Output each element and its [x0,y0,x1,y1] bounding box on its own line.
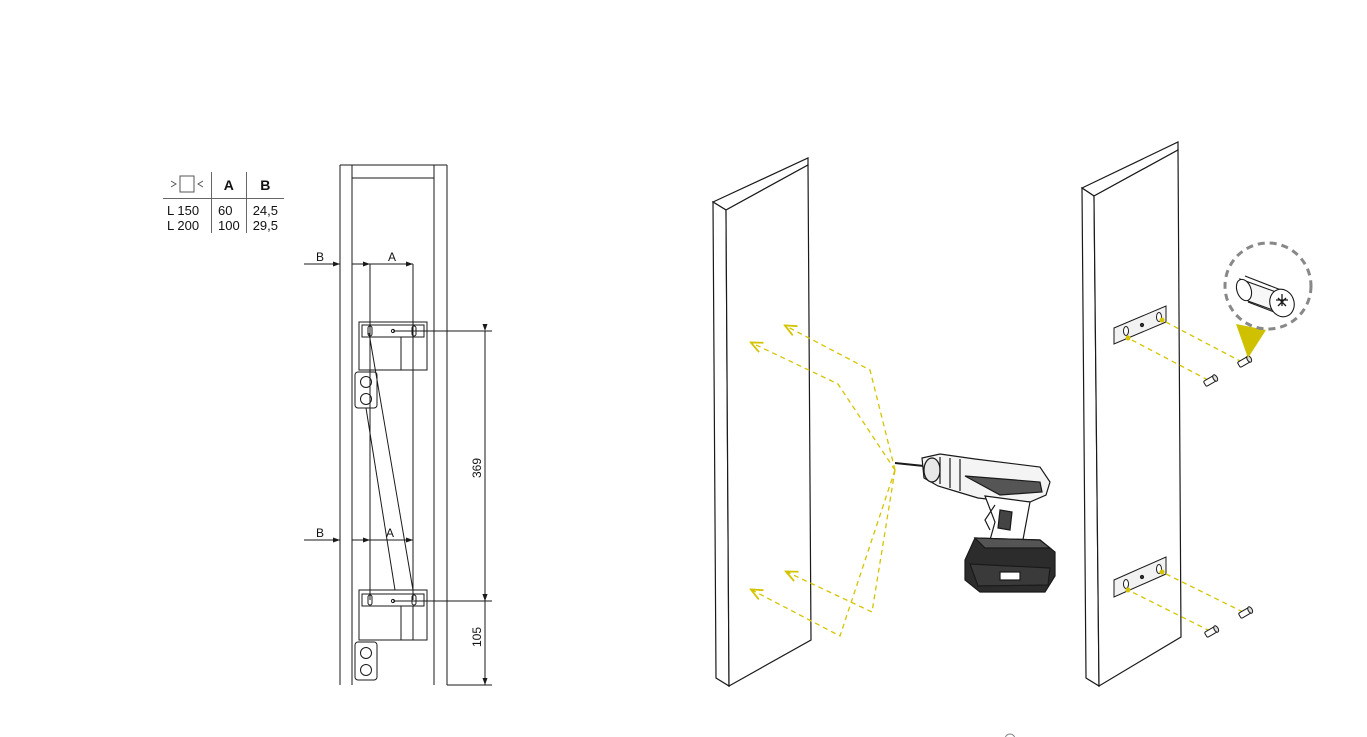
spec-table-header: A B [163,172,285,199]
dim-a-lower: A [386,526,394,540]
dim-spacing: 369 [470,458,484,478]
section-drawing [304,164,492,686]
header-a: A [211,172,247,199]
screw-points [1125,317,1165,593]
table-row: L 200 100 29,5 [163,218,285,233]
dim-b-upper: B [316,250,324,264]
value-a: 100 [211,218,247,233]
spec-table: A B L 150 60 24,5 L 200 100 29,5 [163,172,285,233]
model-label: L 150 [167,203,200,218]
small-mark [1004,733,1016,737]
callout-pointer [1236,324,1266,358]
header-b: B [245,172,285,199]
dim-b-lower: B [316,526,324,540]
right-panel [1080,141,1182,688]
screw-icon [1203,355,1254,638]
lower-bracket [351,589,428,681]
value-b: 24,5 [245,198,285,218]
screw-guides [1127,319,1244,632]
upper-mounting-plate [1113,305,1167,345]
value-b: 29,5 [245,218,285,233]
width-icon [163,172,212,199]
dim-a-upper: A [388,250,396,264]
drill-guides [752,326,896,637]
drill-icon [894,453,1056,593]
value-a: 60 [211,198,247,218]
model-label: L 200 [167,218,200,233]
table-row: L 150 60 24,5 [163,198,285,218]
dim-bottom-offset: 105 [470,627,484,647]
left-panel [711,157,812,688]
screw-detail-callout [1223,241,1313,331]
upper-bracket [351,321,428,409]
